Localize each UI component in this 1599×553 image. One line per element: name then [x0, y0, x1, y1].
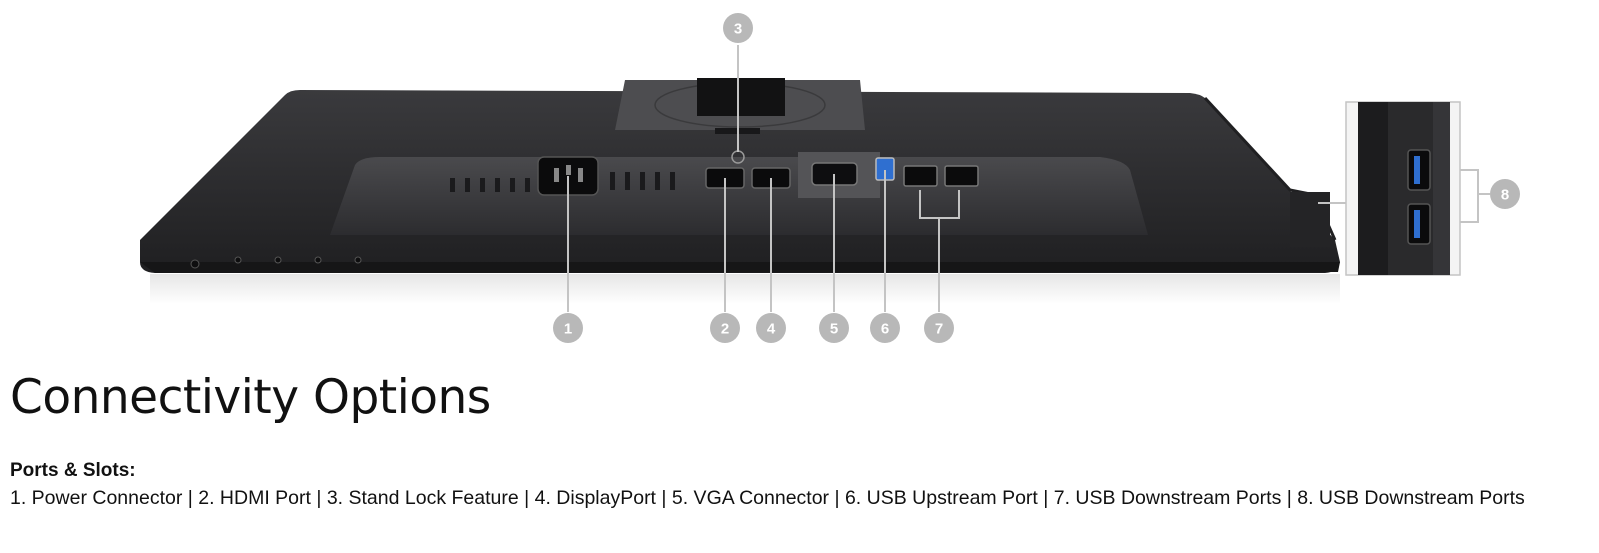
- callout-number-3: 3: [734, 21, 742, 38]
- callout-badge-5: 5: [819, 313, 849, 343]
- callout-badge-7: 7: [924, 313, 954, 343]
- callout-number-7: 7: [935, 321, 943, 338]
- callout-number-5: 5: [830, 321, 838, 338]
- monitor-rear-ports-illustration: 1 2 3 4 5 6 7 8: [140, 13, 1520, 343]
- port-usb-downstream-b: [944, 165, 979, 187]
- callout-number-6: 6: [881, 321, 889, 338]
- ports-heading: Ports & Slots:: [10, 460, 136, 481]
- callout-number-2: 2: [721, 321, 729, 338]
- callout-badge-2: 2: [710, 313, 740, 343]
- port-usb-downstream-a: [903, 165, 938, 187]
- ports-list: 1. Power Connector | 2. HDMI Port | 3. S…: [10, 487, 1525, 509]
- page-title: Connectivity Options: [10, 370, 491, 425]
- side-ports-inset: [1345, 101, 1461, 276]
- callout-lines: [567, 45, 1490, 312]
- callout-badge-3: 3: [723, 13, 753, 43]
- port-vga: [798, 152, 880, 198]
- callout-number-4: 4: [767, 321, 776, 338]
- callout-badge-1: 1: [553, 313, 583, 343]
- callout-badge-4: 4: [756, 313, 786, 343]
- rear-vents: [450, 172, 675, 192]
- stand-mount-plate: [615, 78, 865, 134]
- callout-badge-6: 6: [870, 313, 900, 343]
- callout-number-1: 1: [564, 321, 572, 338]
- callout-number-8: 8: [1501, 187, 1509, 204]
- joystick-buttons: [190, 256, 362, 269]
- callout-badge-8: 8: [1490, 179, 1520, 209]
